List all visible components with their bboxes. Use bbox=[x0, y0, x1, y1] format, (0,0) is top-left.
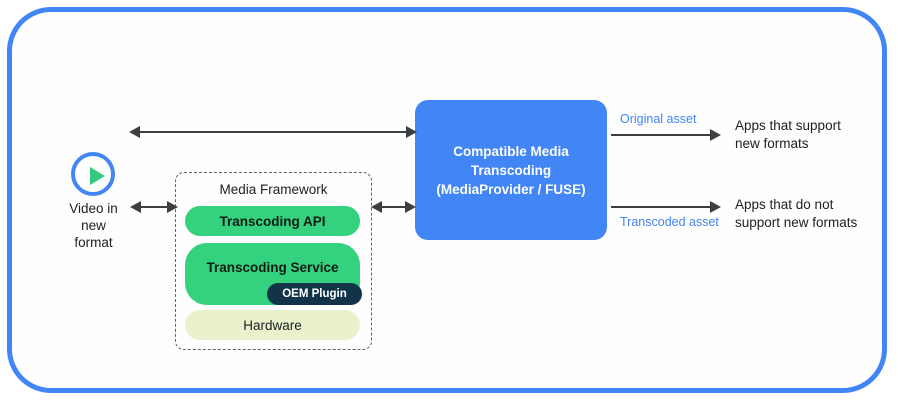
arrow-original-asset-head-icon bbox=[710, 129, 721, 141]
transcoder-label: Compatible Media Transcoding (MediaProvi… bbox=[436, 142, 585, 199]
apps-no-support-line-2: support new formats bbox=[735, 215, 858, 230]
transcoder-line-3: (MediaProvider / FUSE) bbox=[436, 181, 586, 197]
video-source-line-2: new bbox=[81, 218, 106, 233]
hardware-label: Hardware bbox=[243, 317, 302, 333]
apps-support-new-formats-label: Apps that support new formats bbox=[735, 117, 841, 153]
media-framework-container bbox=[175, 172, 372, 350]
play-circle-icon bbox=[71, 152, 115, 196]
transcoding-api-label: Transcoding API bbox=[219, 213, 326, 229]
transcoder-line-1: Compatible Media bbox=[453, 143, 569, 159]
video-source-line-1: Video in bbox=[69, 201, 118, 216]
oem-plugin-label: OEM Plugin bbox=[282, 288, 347, 300]
transcoder-line-2: Transcoding bbox=[470, 162, 552, 178]
apps-no-support-new-formats-label: Apps that do not support new formats bbox=[735, 196, 857, 232]
arrow-framework-to-transcoder-head-left-icon bbox=[371, 201, 382, 213]
apps-no-support-line-1: Apps that do not bbox=[735, 197, 834, 212]
arrow-video-to-framework-line bbox=[141, 206, 167, 208]
arrow-framework-to-transcoder-line bbox=[382, 206, 405, 208]
hardware-block[interactable]: Hardware bbox=[185, 310, 360, 340]
arrow-video-to-framework-head-left-icon bbox=[130, 201, 141, 213]
oem-plugin-badge[interactable]: OEM Plugin bbox=[267, 283, 362, 305]
apps-support-line-2: new formats bbox=[735, 136, 809, 151]
apps-support-line-1: Apps that support bbox=[735, 118, 841, 133]
arrow-video-to-transcoder-line bbox=[140, 131, 406, 133]
media-framework-title: Media Framework bbox=[219, 182, 328, 197]
arrow-framework-to-transcoder-head-right-icon bbox=[405, 201, 416, 213]
compatible-media-transcoding-block[interactable]: Compatible Media Transcoding (MediaProvi… bbox=[415, 100, 607, 240]
arrow-transcoded-asset-head-icon bbox=[710, 201, 721, 213]
arrow-video-to-framework-head-right-icon bbox=[167, 201, 178, 213]
play-triangle-icon bbox=[90, 167, 105, 185]
original-asset-edge-label: Original asset bbox=[620, 112, 697, 126]
arrow-video-to-transcoder-head-left-icon bbox=[129, 126, 140, 138]
arrow-transcoded-asset-line bbox=[611, 206, 710, 208]
transcoded-asset-edge-label: Transcoded asset bbox=[620, 215, 719, 229]
arrow-original-asset-line bbox=[611, 134, 710, 136]
transcoding-service-label: Transcoding Service bbox=[206, 260, 339, 275]
video-source-label: Video in new format bbox=[41, 200, 146, 251]
arrow-video-to-transcoder-head-right-icon bbox=[406, 126, 417, 138]
transcoding-api-block[interactable]: Transcoding API bbox=[185, 206, 360, 236]
video-source-line-3: format bbox=[74, 235, 113, 250]
